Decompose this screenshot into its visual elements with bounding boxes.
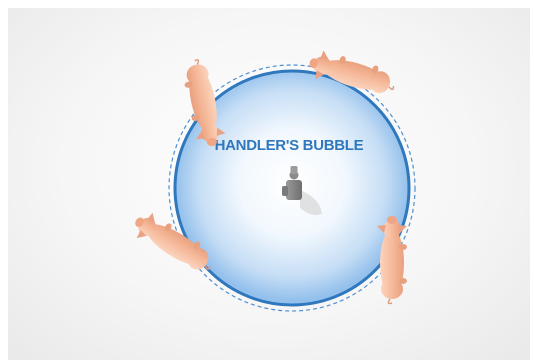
pig-icon-lower-right bbox=[377, 216, 407, 304]
bubble-label: HANDLER'S BUBBLE bbox=[215, 137, 364, 154]
